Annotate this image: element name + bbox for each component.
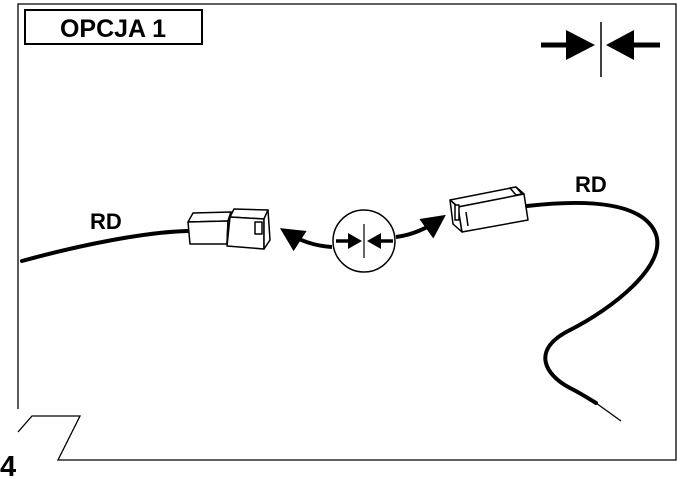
step-number: 4 (0, 451, 16, 479)
connect-arrows-icon (541, 22, 660, 77)
right-connector (449, 186, 529, 233)
option-label: OPCJA 1 (60, 15, 166, 43)
right-wire-stripped-end (595, 402, 622, 422)
right-wire-label: RD (575, 172, 607, 197)
option-label-box: OPCJA 1 (24, 9, 203, 45)
curved-arrow-right-icon (395, 214, 446, 239)
center-connect-icon (332, 209, 396, 273)
left-connector (187, 208, 271, 250)
left-wire (20, 229, 190, 263)
diagram-frame (17, 3, 677, 461)
right-wire (525, 200, 660, 405)
left-wire-label: RD (90, 209, 122, 234)
curved-arrow-left-icon (279, 228, 333, 252)
